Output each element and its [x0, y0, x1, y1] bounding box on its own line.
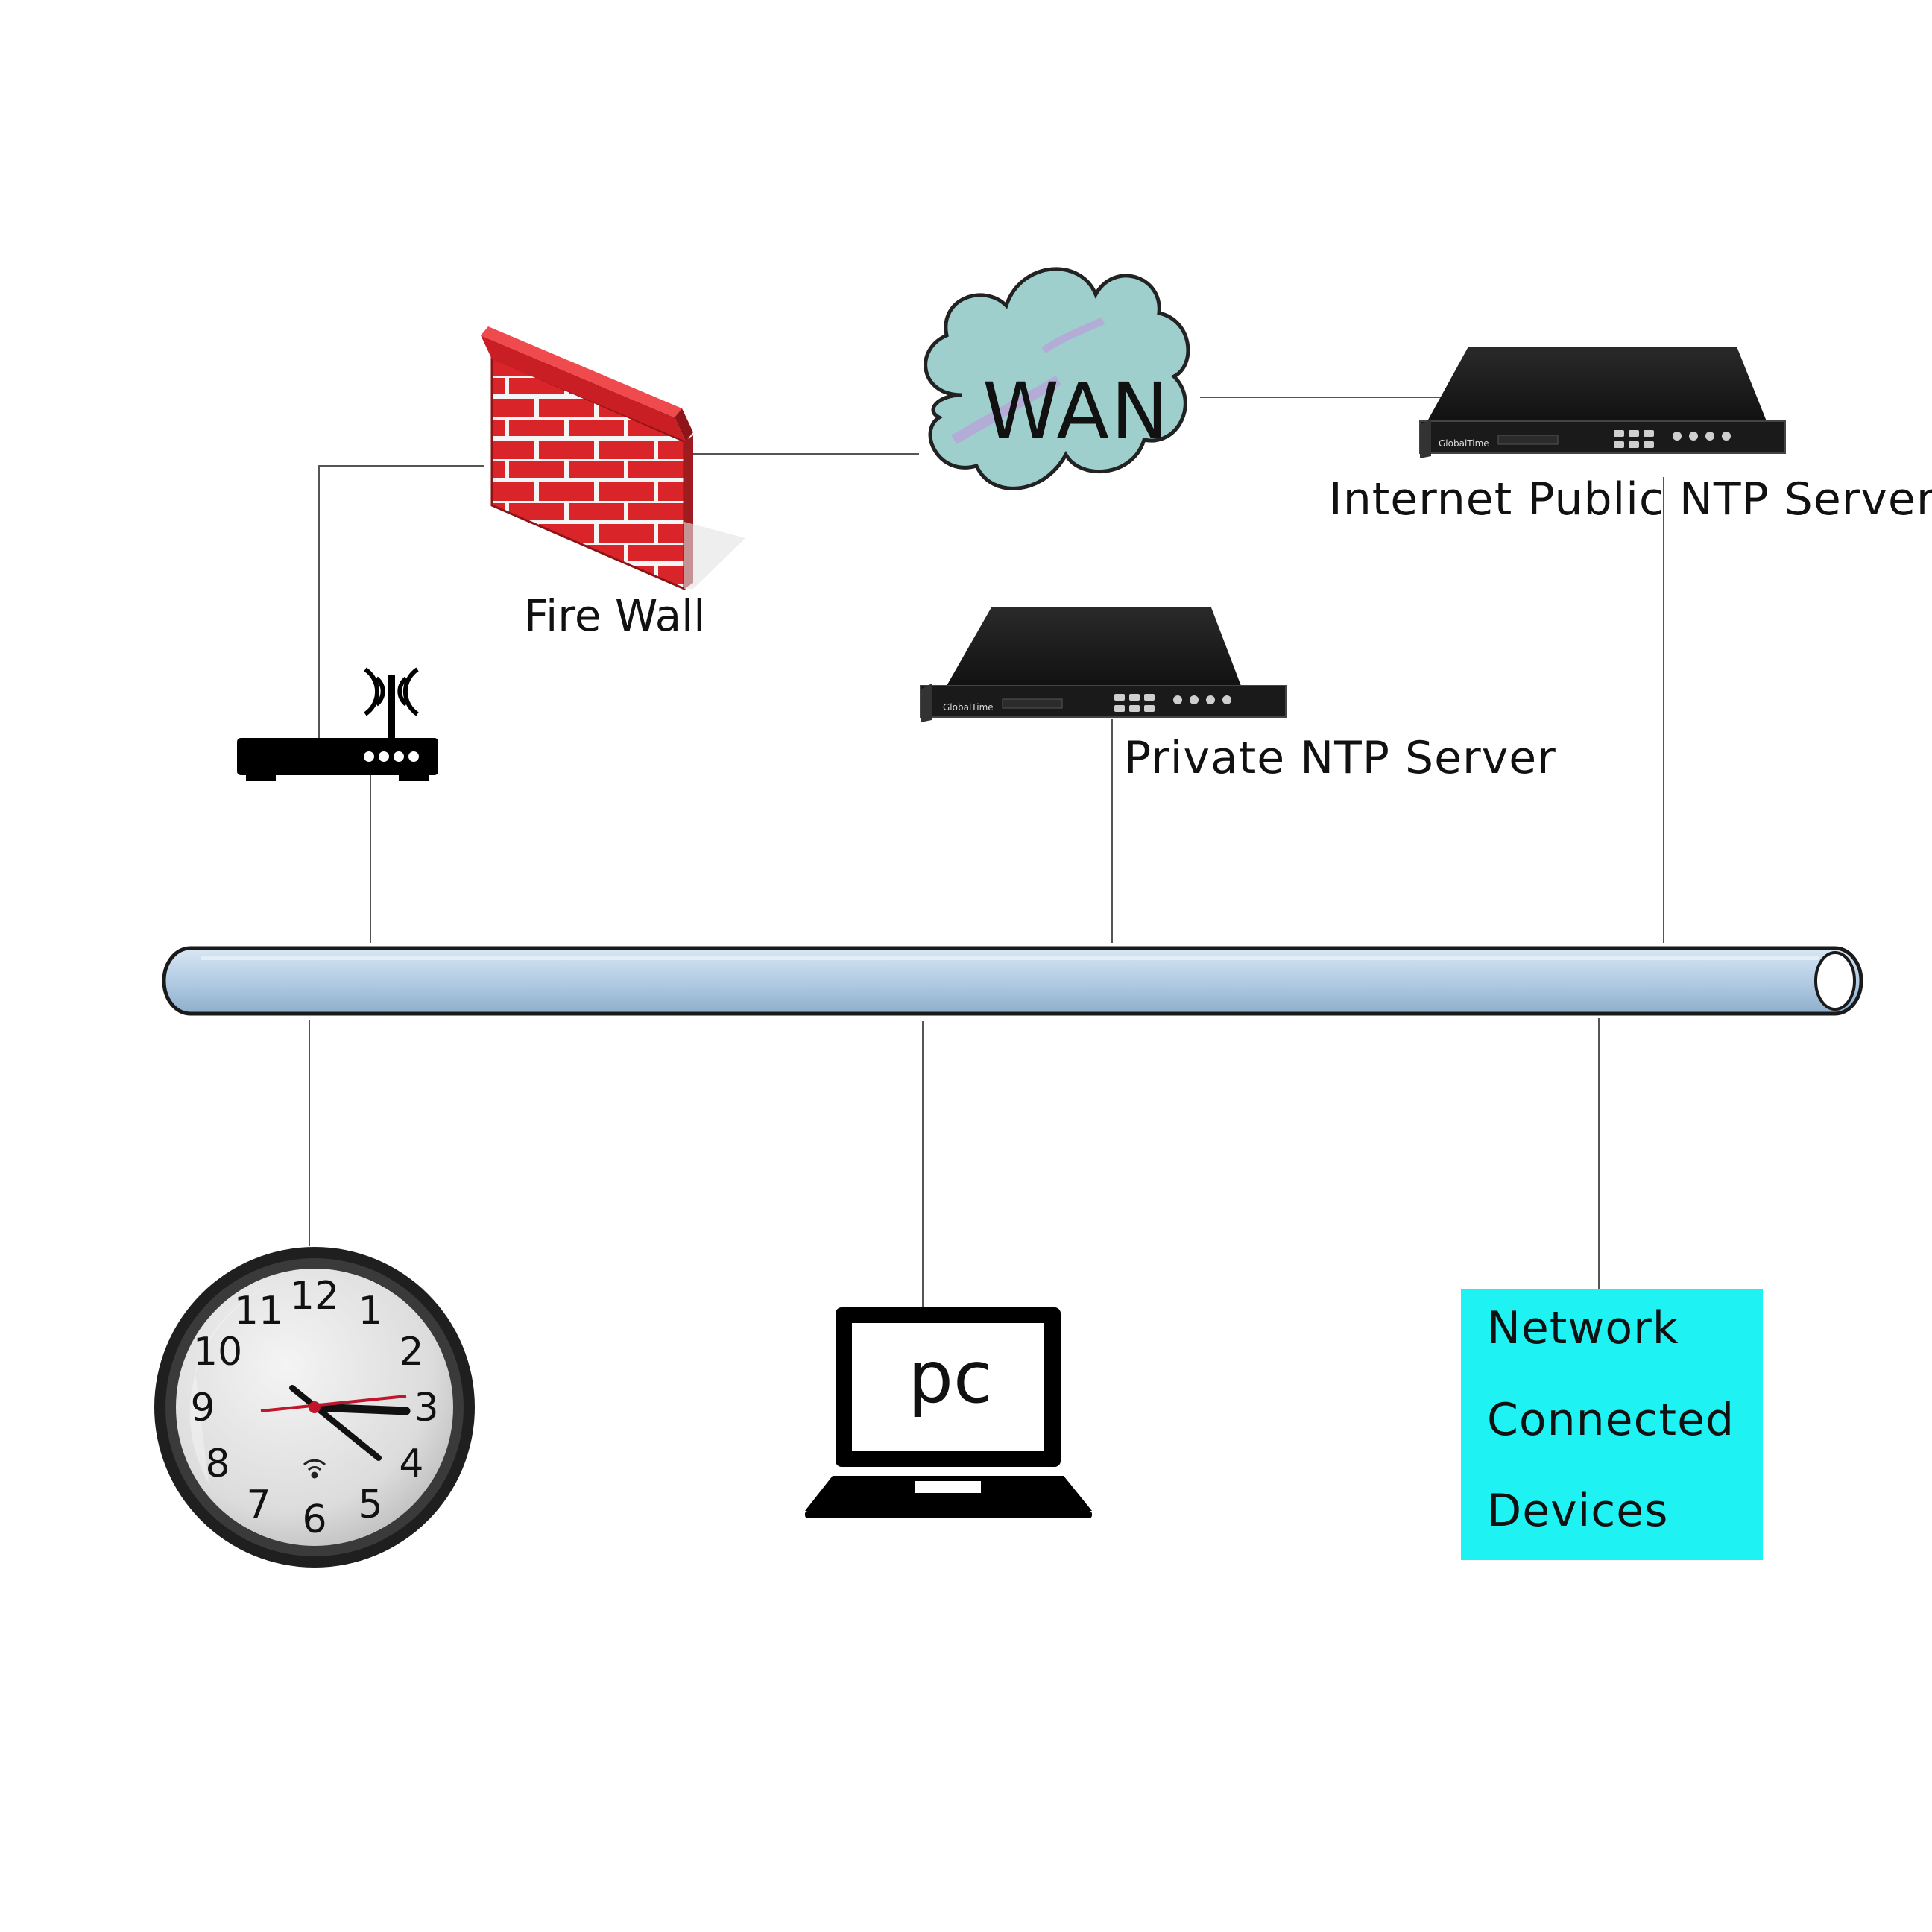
devices-label-line-3: Devices	[1487, 1485, 1669, 1537]
clock-numeral: 3	[414, 1386, 438, 1430]
private-ntp-server-icon: GlobalTime	[920, 607, 1287, 722]
laptop-icon	[805, 1307, 1092, 1518]
server-brand-text: GlobalTime	[1439, 438, 1489, 449]
clock-numeral: 9	[190, 1386, 215, 1430]
devices-label-line-1: Network	[1487, 1302, 1679, 1354]
devices-label-line-2: Connected	[1487, 1394, 1735, 1446]
clock-numeral: 4	[399, 1442, 423, 1486]
network-connected-devices-box: Network Connected Devices	[1461, 1289, 1763, 1560]
pc-label: pc	[908, 1336, 993, 1419]
network-bus	[162, 946, 1863, 1016]
clock-numeral: 12	[290, 1274, 339, 1319]
firewall-icon	[481, 326, 745, 591]
clock-hour-hand	[310, 1403, 411, 1415]
clock-numeral: 11	[234, 1289, 283, 1333]
router-to-firewall-line	[318, 465, 484, 738]
clock-numeral: 6	[302, 1497, 326, 1542]
router-icon	[237, 667, 438, 781]
public-ntp-server-icon: GlobalTime	[1419, 347, 1786, 458]
firewall-label: Fire Wall	[524, 590, 706, 641]
clock-second-hand	[260, 1395, 407, 1412]
clock-numeral: 10	[193, 1330, 242, 1374]
clock-minute-hand	[289, 1385, 382, 1461]
wifi-icon	[303, 1459, 326, 1479]
clock-numeral: 2	[399, 1330, 423, 1374]
server-brand-text: GlobalTime	[943, 702, 994, 713]
connection-lines	[309, 397, 1664, 1308]
wan-label: WAN	[982, 366, 1171, 457]
clock-numeral: 1	[358, 1289, 382, 1333]
public-ntp-server-label: Internet Public NTP Server	[1329, 473, 1932, 525]
clock-numeral: 7	[246, 1483, 271, 1527]
clock-numeral: 8	[206, 1442, 230, 1486]
clock-numeral: 5	[358, 1483, 382, 1527]
wan-cloud-icon	[924, 267, 1190, 490]
private-ntp-server-label: Private NTP Server	[1124, 732, 1556, 784]
